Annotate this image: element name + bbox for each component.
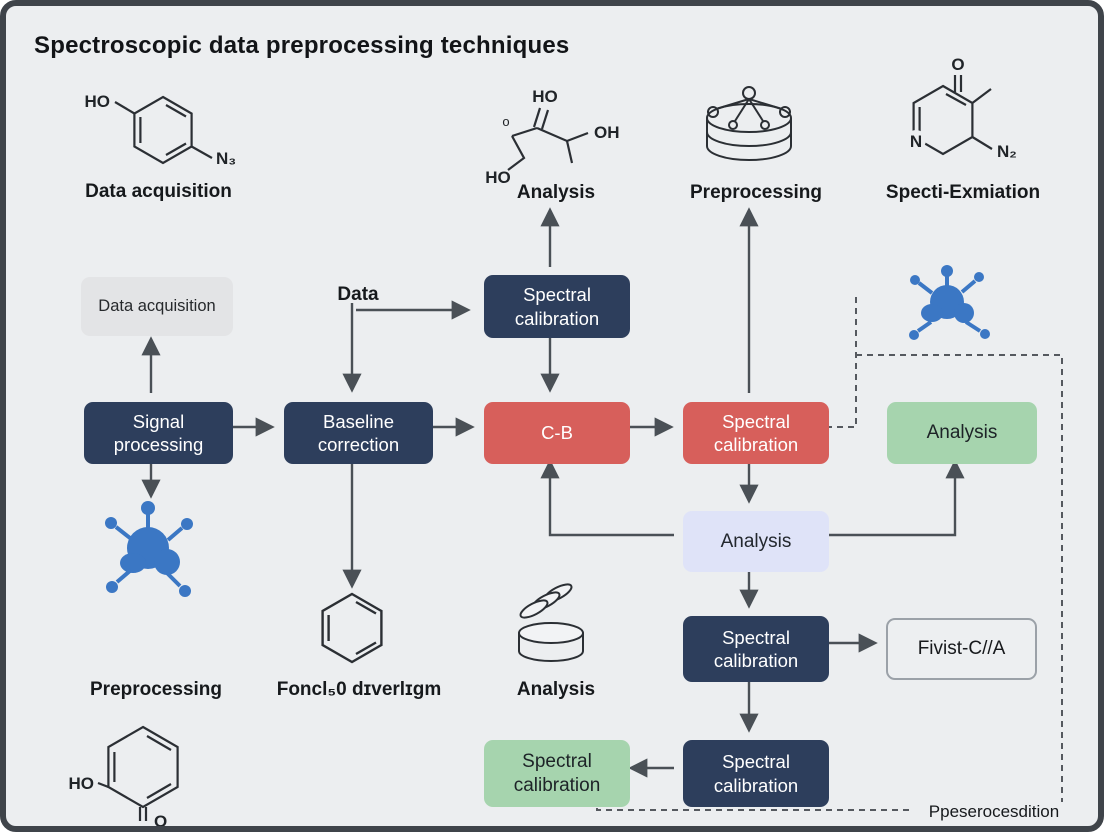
- node-spectral-calibration-green: Spectral calibration: [484, 740, 630, 807]
- page-title: Spectroscopic data preprocessing techniq…: [34, 32, 570, 59]
- node-c-b: C-B: [484, 402, 630, 464]
- node-baseline-correction: Baseline correction: [284, 402, 433, 464]
- chem-structure-pyridine-icon: N O N₂: [906, 55, 1017, 161]
- label-ppeserocesdition: Ppeserocesdition: [911, 802, 1077, 822]
- chem-label: N: [910, 132, 922, 151]
- label-specti-exmiation: Specti-Exmiation: [885, 182, 1041, 203]
- node-data-acquisition: Data acquisition: [81, 277, 233, 336]
- flow-arrows: [141, 207, 965, 778]
- label-preprocessing-top: Preprocessing: [690, 182, 822, 203]
- node-spectral-calibration-bottom: Spectral calibration: [683, 740, 829, 807]
- label-analysis-top: Analysis: [516, 182, 596, 203]
- chem-label: N₂: [997, 142, 1017, 161]
- chem-label: HO: [532, 87, 558, 106]
- label-analysis-bottom: Analysis: [516, 679, 596, 700]
- dashed-connectors: [596, 292, 1063, 811]
- chem-structure-phenol-icon: HO O: [69, 725, 179, 826]
- diagram-graphics: HO N₃ HO o OH HO: [69, 55, 1063, 826]
- node-fivist: Fivist-C//A: [886, 618, 1037, 680]
- benzene-icon: [321, 592, 383, 664]
- chem-label: N₃: [216, 149, 236, 168]
- label-foncl: Foncl₅0 dɪverlɪgm: [276, 679, 442, 700]
- chem-label: O: [154, 812, 167, 826]
- node-signal-processing: Signal processing: [84, 402, 233, 464]
- node-spectral-calibration-mid: Spectral calibration: [683, 616, 829, 682]
- chem-structure-azide-icon: HO N₃: [85, 92, 237, 168]
- molecule-blue-right-icon: [909, 265, 990, 340]
- label-preprocessing-bottom: Preprocessing: [90, 679, 222, 700]
- coins-icon: [518, 583, 584, 662]
- node-analysis-green: Analysis: [887, 402, 1037, 464]
- node-analysis-lavender: Analysis: [683, 511, 829, 572]
- label-data: Data: [337, 284, 379, 305]
- node-spectral-calibration-top: Spectral calibration: [484, 275, 630, 338]
- chem-label: O: [951, 55, 964, 74]
- chem-label: HO: [69, 774, 95, 793]
- label-data-acquisition-top: Data acquisition: [85, 181, 232, 202]
- node-spectral-calibration-red: Spectral calibration: [683, 402, 829, 464]
- chem-label: o: [502, 114, 509, 129]
- chem-label: OH: [594, 123, 620, 142]
- chem-label: HO: [85, 92, 111, 111]
- chem-structure-hydroxy-icon: HO o OH HO: [485, 87, 619, 187]
- chem-label: HO: [485, 168, 511, 187]
- drum-icon: [706, 86, 792, 161]
- molecule-blue-left-icon: [105, 501, 193, 597]
